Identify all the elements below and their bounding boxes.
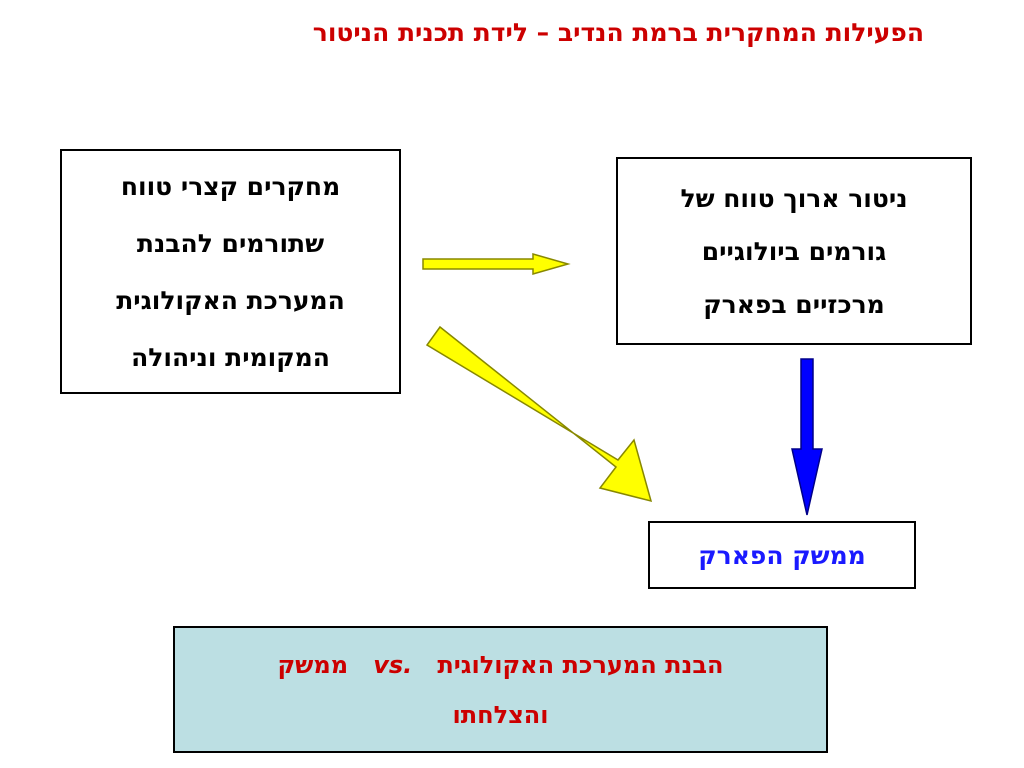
left-box-line-1: מחקרים קצרי טווח [120,171,341,201]
long-term-monitoring-box: ניטור ארוך טווח של גורמים ביולוגיים מרכז… [616,157,972,345]
conclusion-text-a: הבנת המערכת האקולוגית [437,650,724,679]
left-box-line-2: שתורמים להבנת [136,228,325,258]
park-box-label: ממשק הפארק [698,540,866,570]
left-box-line-4: המקומית וניהולה [131,342,330,372]
short-term-research-box: מחקרים קצרי טווח שתורמים להבנת המערכת הא… [60,149,401,394]
left-box-line-3: המערכת האקולוגית [116,285,345,315]
conclusion-line-2: והצלחתו [452,700,549,729]
blue-arrow-down [791,358,823,516]
right-box-line-2: גורמים ביולוגיים [701,236,887,266]
right-box-line-3: מרכזיים בפארק [703,289,885,319]
yellow-arrow-diagonal [425,325,653,503]
park-management-box: ממשק הפארק [648,521,916,589]
right-box-line-1: ניטור ארוך טווח של [680,183,908,213]
yellow-arrow-right [422,253,571,275]
conclusion-box: הבנת המערכת האקולוגית vs. ממשק והצלחתו [173,626,828,753]
conclusion-text-b: ממשק [277,650,349,679]
slide-title: הפעילות המחקרית ברמת הנדיב – לידת תכנית … [312,18,924,47]
conclusion-vs: vs. [373,650,413,679]
conclusion-line-1: הבנת המערכת האקולוגית vs. ממשק [278,640,724,690]
